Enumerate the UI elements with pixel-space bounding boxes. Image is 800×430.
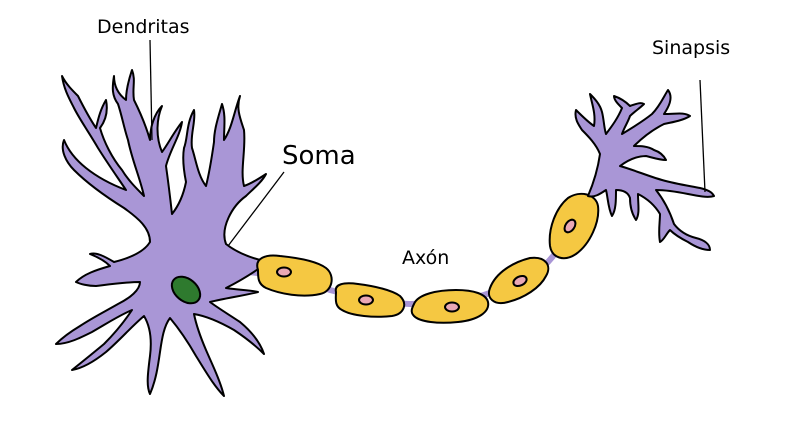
axon-label: Axón bbox=[402, 247, 449, 269]
dendrites-leader-line bbox=[149, 39, 153, 141]
dendrites-label: Dendritas bbox=[97, 16, 190, 38]
soma-leader-line bbox=[227, 171, 285, 247]
schwann-nucleus bbox=[563, 218, 577, 234]
soma-label: Soma bbox=[282, 141, 356, 171]
schwann-nucleus bbox=[358, 294, 374, 306]
soma-body bbox=[55, 69, 269, 397]
myelin-segment bbox=[256, 254, 333, 297]
axon-terminal bbox=[574, 89, 715, 251]
schwann-nucleus bbox=[444, 301, 460, 313]
schwann-nucleus bbox=[276, 266, 292, 278]
synapse-label: Sinapsis bbox=[652, 37, 730, 59]
nucleus bbox=[170, 275, 202, 305]
synapse-leader-line bbox=[699, 79, 706, 193]
schwann-nuclei bbox=[276, 218, 577, 313]
schwann-nucleus bbox=[512, 274, 528, 288]
